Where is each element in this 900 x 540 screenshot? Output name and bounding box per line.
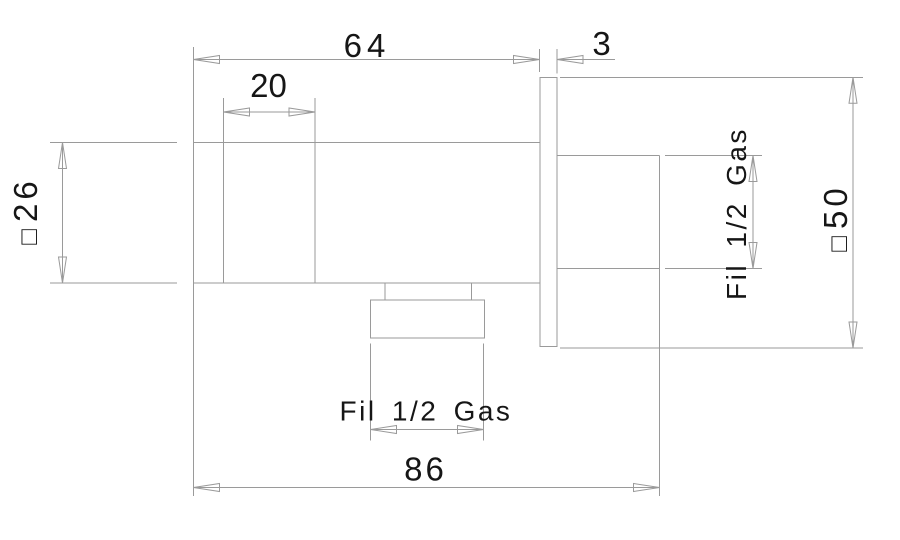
arrow-outlet-left [370, 424, 397, 435]
label-64: 64 [344, 27, 391, 64]
label-square-26: □26 [7, 177, 44, 244]
arrow-sq50-bottom [848, 321, 858, 349]
arrow-sq50-top [848, 77, 858, 104]
label-3: 3 [592, 25, 610, 62]
label-86: 86 [404, 451, 447, 488]
arrow-sq26-bottom [57, 256, 68, 284]
arrow-20-left [223, 107, 250, 117]
dimension-lines [50, 49, 854, 488]
outlet-thread-boss [370, 299, 485, 339]
arrow-3-right [556, 54, 584, 65]
dimension-labels: 64 3 20 86 □26 □50 Fil 1/2 Gas Fil 1/2 G… [7, 25, 854, 488]
label-outlet-thread: Fil 1/2 Gas [340, 396, 513, 427]
arrow-86-left [193, 482, 220, 493]
arrow-sq26-top [57, 142, 68, 169]
arrow-20-right [288, 107, 316, 117]
dimension-arrows [57, 54, 858, 493]
arrow-64-left [193, 54, 220, 65]
wall-plate [539, 77, 558, 347]
arrow-86-right [633, 482, 660, 493]
arrow-side-thread-bottom [748, 242, 758, 269]
drawing-outline [193, 47, 863, 496]
arrow-64-right [513, 54, 540, 65]
label-20: 20 [250, 67, 287, 104]
label-square-50: □50 [817, 184, 854, 251]
label-side-thread: Fil 1/2 Gas [721, 127, 752, 300]
arrow-outlet-right [457, 424, 484, 435]
arrow-side-thread-top [748, 155, 758, 182]
